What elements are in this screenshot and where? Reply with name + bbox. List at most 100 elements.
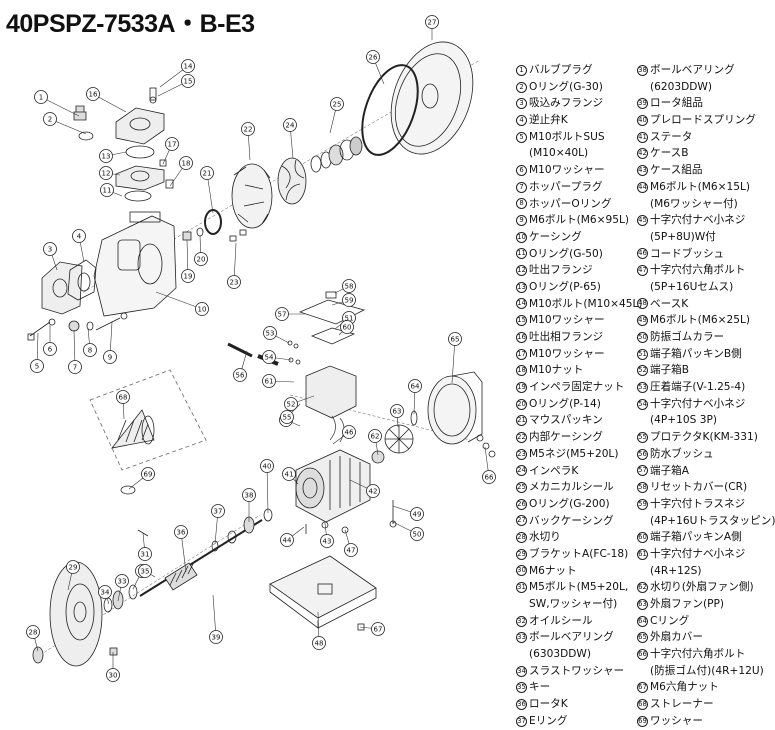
callout-circle: [280, 410, 294, 424]
leader-line: [266, 465, 269, 514]
callout-circle: [116, 390, 130, 404]
callout-number: 8: [88, 347, 92, 355]
suction-flange: [41, 261, 83, 315]
part-name: 端子箱B: [650, 364, 690, 377]
washer-69: [120, 485, 136, 495]
callout-circle: [34, 90, 48, 104]
part-number-badge: 15: [516, 315, 527, 327]
part-number-badge: 60: [637, 532, 648, 544]
part-name-continued: (M6ワッシャー付): [650, 197, 738, 210]
rotor-end-parts: [211, 508, 273, 552]
mouth-packing: [204, 209, 222, 235]
part-name: Oリング(P-14): [529, 397, 601, 410]
callout-layer: 1234567891011121314151617181920212223242…: [26, 15, 496, 682]
part-name-continued: (4P+16Uトラスタッピン): [650, 514, 775, 527]
callout-circle: [410, 507, 424, 521]
base: [269, 555, 377, 629]
inner-casing: [231, 163, 273, 229]
part-number-badge: 61: [637, 548, 648, 560]
part-name: ブラケットA(FC-18): [529, 547, 629, 560]
callout-circle: [43, 112, 57, 126]
callout-number: 40: [263, 463, 272, 471]
o-ring-p14: [196, 227, 204, 237]
callout-circle: [181, 269, 195, 283]
part-number-badge: 46: [637, 248, 648, 260]
part-name: ロータK: [529, 698, 568, 711]
callout-number: 46: [345, 429, 354, 437]
part-number-badge: 34: [516, 665, 527, 677]
part-number-badge: 48: [637, 298, 648, 310]
callout-number: 11: [103, 187, 112, 195]
callout-circle: [280, 533, 294, 547]
part-name: ホッパープラグ: [529, 180, 603, 193]
part-name: メカニカルシール: [529, 481, 614, 494]
callout-number: 18: [182, 160, 191, 168]
callout-circle: [330, 97, 344, 111]
part-name: M10ボルト(M10×45L): [529, 297, 643, 310]
part-name: 防水ブッシュ: [650, 447, 714, 460]
callout-circle: [86, 87, 100, 101]
part-name: M10ワッシャー: [529, 164, 605, 177]
callout-number: 7: [73, 364, 77, 372]
callout-circle: [72, 229, 86, 243]
callout-number: 57: [278, 311, 287, 319]
part-name: Oリング(G-30): [529, 80, 603, 93]
callout-circle: [68, 360, 82, 374]
part-number-badge: 55: [637, 431, 648, 443]
callout-number: 24: [286, 122, 295, 130]
callout-number: 1: [39, 94, 43, 102]
part-name: インペラ固定ナット: [529, 381, 625, 394]
part-name-continued: (4P+10S 3P): [650, 414, 717, 427]
strainer-group: [89, 369, 207, 471]
part-name: 水切り: [529, 531, 561, 544]
part-number-badge: 47: [637, 265, 648, 277]
callout-circle: [83, 343, 97, 357]
callout-circle: [260, 459, 274, 473]
callout-number: 67: [374, 626, 383, 634]
part-number-badge: 50: [637, 331, 648, 343]
callout-number: 29: [69, 564, 78, 572]
part-name: M5ボルト(M5+20L,: [529, 581, 629, 594]
callout-number: 51: [345, 315, 354, 323]
external-fan-cover: [427, 371, 483, 445]
callout-number: 38: [245, 492, 254, 500]
m5-screws: [229, 229, 247, 242]
callout-number: 36: [177, 529, 186, 537]
discharge-flange: [115, 165, 165, 191]
part-name: マウスパッキン: [529, 414, 603, 427]
callout-circle: [43, 342, 57, 356]
part-name: ロータ組品: [650, 97, 703, 110]
callout-circle: [181, 59, 195, 73]
part-number-badge: 14: [516, 298, 527, 310]
callout-number: 26: [369, 54, 378, 62]
callout-number: 62: [371, 433, 380, 441]
callout-number: 66: [485, 474, 494, 482]
callout-number: 30: [109, 672, 118, 680]
part-name: 水切り(外扇ファン側): [650, 581, 754, 594]
part-number-badge: 3: [516, 98, 527, 110]
part-number-badge: 4: [516, 114, 527, 126]
callout-circle: [342, 279, 356, 293]
callout-circle: [425, 15, 439, 29]
callout-circle: [99, 149, 113, 163]
